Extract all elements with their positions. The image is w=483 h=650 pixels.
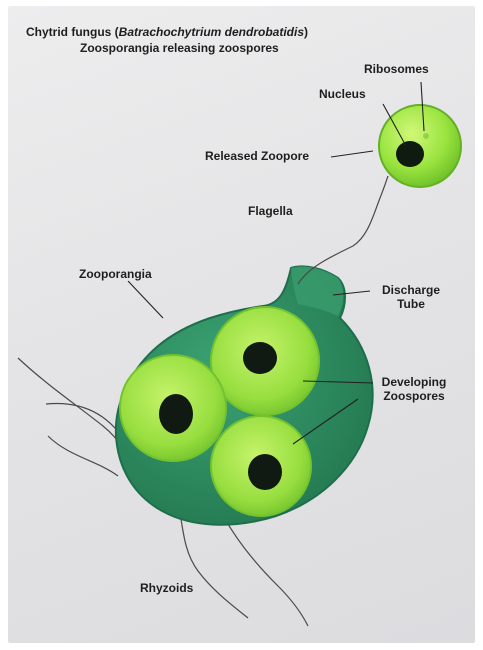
label-nucleus: Nucleus bbox=[319, 87, 366, 101]
chytrid-illustration bbox=[8, 6, 475, 643]
label-developing: Developing bbox=[372, 375, 456, 389]
title-line-2: Zoosporangia releasing zoospores bbox=[80, 41, 279, 55]
developing-zoospore-upper bbox=[211, 307, 319, 415]
leader-released-zoopore bbox=[331, 151, 373, 157]
title-species: Batrachochytrium dendrobatidis bbox=[119, 25, 304, 39]
label-flagella: Flagella bbox=[248, 204, 293, 218]
developing-zoospore-left bbox=[120, 355, 226, 461]
label-rhyzoids: Rhyzoids bbox=[140, 581, 193, 595]
label-released-zoopore: Released Zoopore bbox=[205, 149, 309, 163]
label-zoospores: Zoospores bbox=[372, 389, 456, 403]
title-prefix: Chytrid fungus ( bbox=[26, 25, 119, 39]
title-suffix: ) bbox=[304, 25, 308, 39]
released-zoopore bbox=[379, 105, 461, 187]
chytrid-model-photo: Chytrid fungus (Batrachochytrium dendrob… bbox=[8, 6, 475, 643]
leader-zooporangia bbox=[128, 281, 163, 318]
developing-zoospore-lower bbox=[211, 416, 311, 516]
title-line-1: Chytrid fungus (Batrachochytrium dendrob… bbox=[26, 25, 308, 39]
label-discharge: Discharge bbox=[372, 283, 450, 297]
rhyzoid-thread bbox=[48, 436, 118, 476]
title-subtitle: Zoosporangia releasing zoospores bbox=[80, 41, 279, 55]
label-tube: Tube bbox=[372, 297, 450, 311]
label-developing-zoospores: Developing Zoospores bbox=[372, 375, 456, 403]
label-ribosomes: Ribosomes bbox=[364, 62, 429, 76]
label-discharge-tube: Discharge Tube bbox=[372, 283, 450, 311]
label-zooporangia: Zooporangia bbox=[79, 267, 152, 281]
